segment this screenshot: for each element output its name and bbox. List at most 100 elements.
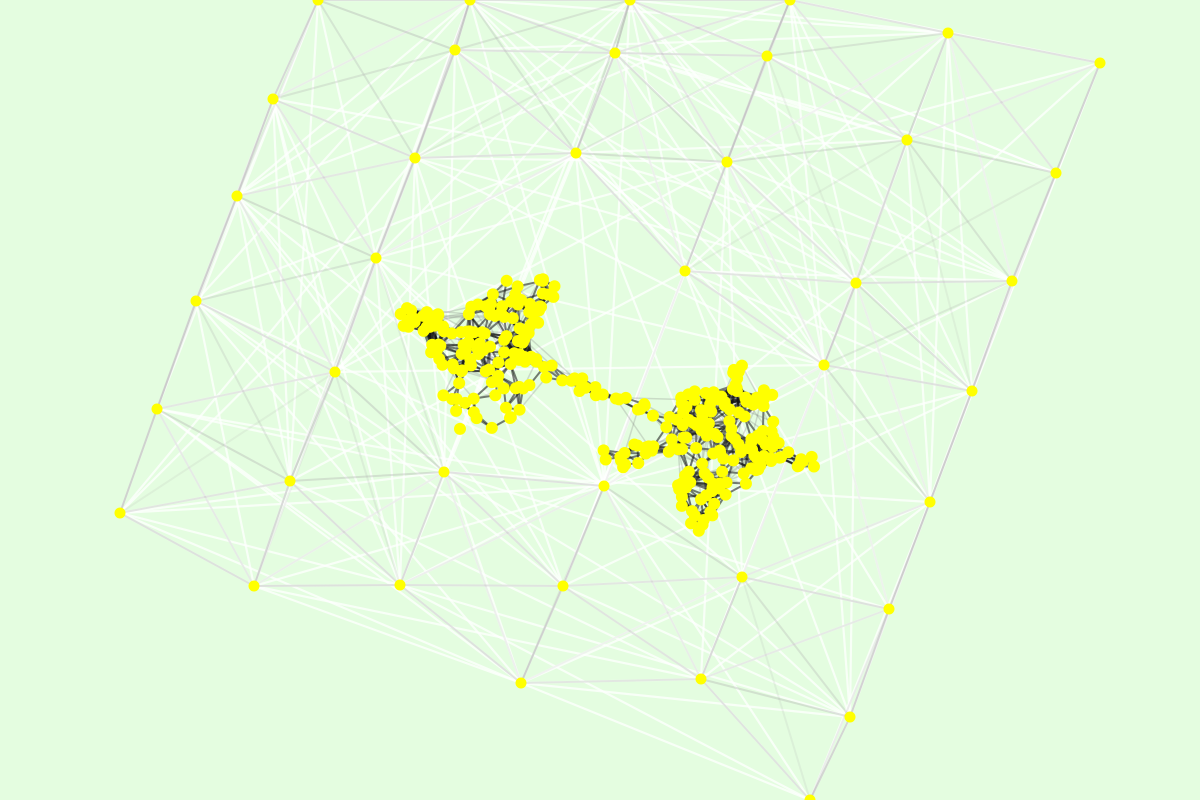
graph-node[interactable]	[505, 295, 518, 308]
graph-node[interactable]	[437, 389, 450, 402]
graph-node[interactable]	[556, 374, 569, 387]
graph-node[interactable]	[456, 364, 469, 377]
graph-node[interactable]	[498, 333, 511, 346]
graph-node[interactable]	[642, 440, 655, 453]
graph-node[interactable]	[449, 44, 461, 56]
graph-node[interactable]	[694, 404, 707, 417]
graph-node[interactable]	[719, 488, 732, 501]
graph-node[interactable]	[752, 463, 765, 476]
graph-node[interactable]	[631, 439, 644, 452]
graph-node[interactable]	[624, 0, 636, 6]
graph-node[interactable]	[737, 467, 750, 480]
graph-node[interactable]	[796, 455, 809, 468]
graph-node[interactable]	[757, 449, 770, 462]
graph-node[interactable]	[660, 421, 673, 434]
graph-node[interactable]	[736, 571, 748, 583]
graph-node[interactable]	[688, 393, 701, 406]
graph-node[interactable]	[942, 27, 954, 39]
graph-node[interactable]	[496, 300, 509, 313]
graph-node[interactable]	[576, 372, 589, 385]
graph-node[interactable]	[465, 359, 478, 372]
graph-node[interactable]	[445, 327, 458, 340]
graph-node[interactable]	[513, 322, 526, 335]
graph-node[interactable]	[284, 475, 296, 487]
graph-node[interactable]	[453, 377, 466, 390]
graph-node[interactable]	[523, 379, 536, 392]
graph-node[interactable]	[536, 274, 549, 287]
graph-node[interactable]	[471, 298, 484, 311]
graph-node[interactable]	[470, 412, 483, 425]
graph-node[interactable]	[557, 580, 569, 592]
graph-node[interactable]	[484, 340, 497, 353]
graph-node[interactable]	[716, 465, 729, 478]
graph-node[interactable]	[679, 265, 691, 277]
graph-node[interactable]	[742, 442, 755, 455]
graph-node[interactable]	[609, 392, 622, 405]
graph-node[interactable]	[739, 477, 752, 490]
graph-node[interactable]	[513, 380, 526, 393]
graph-node[interactable]	[508, 347, 521, 360]
graph-node[interactable]	[675, 391, 688, 404]
graph-node[interactable]	[725, 430, 738, 443]
graph-node[interactable]	[453, 422, 466, 435]
graph-node[interactable]	[708, 497, 721, 510]
graph-node[interactable]	[548, 280, 561, 293]
graph-node[interactable]	[687, 416, 700, 429]
graph-node[interactable]	[617, 461, 630, 474]
graph-node[interactable]	[597, 444, 610, 457]
graph-node[interactable]	[740, 395, 753, 408]
graph-node[interactable]	[405, 304, 418, 317]
graph-node[interactable]	[397, 319, 410, 332]
graph-node[interactable]	[486, 288, 499, 301]
graph-node[interactable]	[598, 480, 610, 492]
graph-node[interactable]	[730, 385, 743, 398]
graph-node[interactable]	[489, 389, 502, 402]
graph-node[interactable]	[698, 467, 711, 480]
graph-node[interactable]	[723, 414, 736, 427]
graph-node[interactable]	[504, 411, 517, 424]
graph-node[interactable]	[492, 356, 505, 369]
graph-node[interactable]	[609, 47, 621, 59]
graph-node[interactable]	[565, 374, 578, 387]
graph-node[interactable]	[516, 336, 529, 349]
graph-node[interactable]	[455, 347, 468, 360]
graph-node[interactable]	[618, 446, 631, 459]
graph-node[interactable]	[467, 326, 480, 339]
graph-node[interactable]	[420, 306, 433, 319]
graph-node[interactable]	[499, 401, 512, 414]
graph-node[interactable]	[409, 152, 421, 164]
graph-node[interactable]	[536, 287, 549, 300]
graph-node[interactable]	[675, 499, 688, 512]
graph-node[interactable]	[492, 369, 505, 382]
graph-node[interactable]	[695, 673, 707, 685]
graph-node[interactable]	[394, 579, 406, 591]
graph-node[interactable]	[114, 507, 126, 519]
graph-node[interactable]	[513, 403, 526, 416]
graph-node[interactable]	[676, 442, 689, 455]
graph-node[interactable]	[231, 190, 243, 202]
graph-node[interactable]	[679, 481, 692, 494]
graph-node[interactable]	[807, 460, 820, 473]
graph-node[interactable]	[671, 413, 684, 426]
graph-node[interactable]	[721, 156, 733, 168]
graph-node[interactable]	[685, 517, 698, 530]
graph-node[interactable]	[761, 50, 773, 62]
graph-node[interactable]	[767, 415, 780, 428]
graph-node[interactable]	[370, 252, 382, 264]
graph-node[interactable]	[697, 424, 710, 437]
graph-node[interactable]	[1050, 167, 1062, 179]
graph-node[interactable]	[732, 406, 745, 419]
graph-node[interactable]	[464, 0, 476, 6]
graph-node[interactable]	[646, 409, 659, 422]
graph-node[interactable]	[530, 353, 543, 366]
graph-node[interactable]	[151, 403, 163, 415]
graph-node[interactable]	[688, 385, 701, 398]
graph-node[interactable]	[818, 359, 830, 371]
graph-node[interactable]	[706, 509, 719, 522]
graph-node[interactable]	[329, 366, 341, 378]
graph-node[interactable]	[459, 396, 472, 409]
graph-node[interactable]	[1094, 57, 1106, 69]
graph-node[interactable]	[677, 431, 690, 444]
graph-node[interactable]	[767, 431, 780, 444]
